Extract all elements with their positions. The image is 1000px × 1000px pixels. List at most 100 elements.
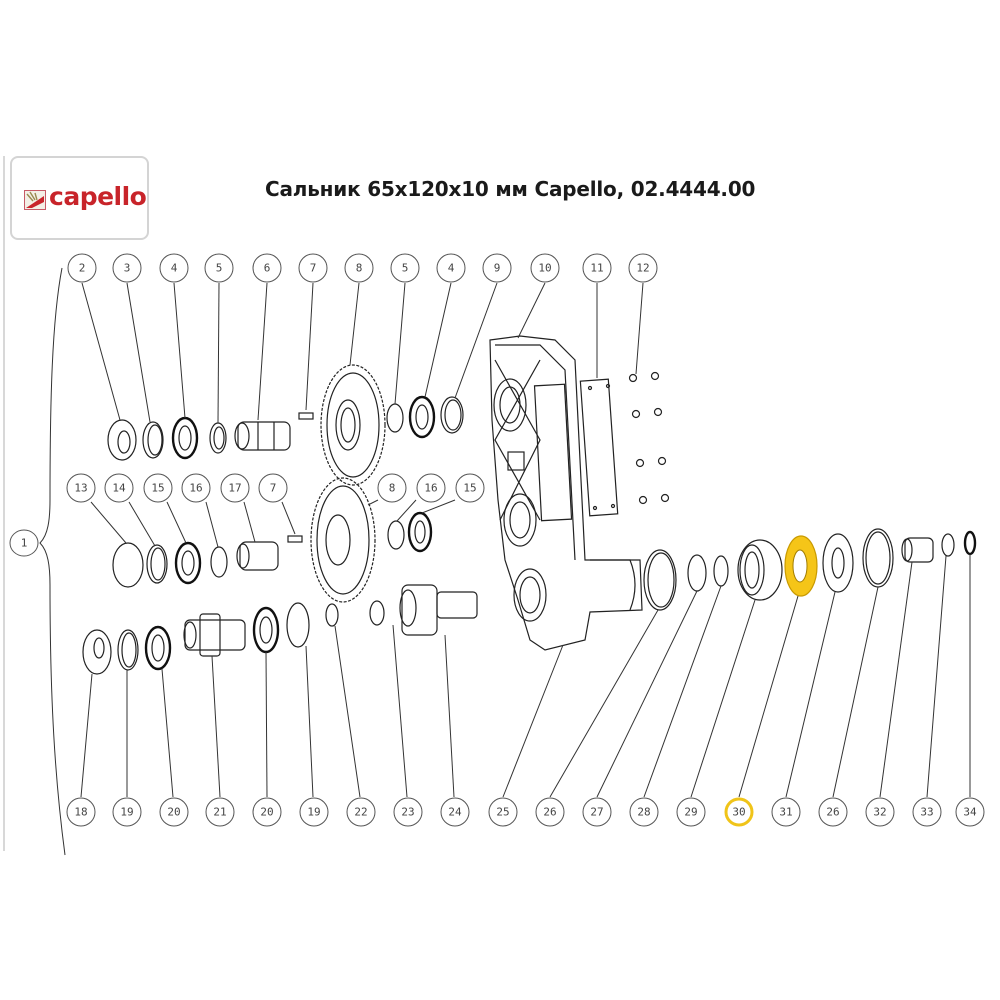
part-14-circlip — [146, 544, 168, 584]
part-31-washer — [822, 533, 854, 593]
callout-top-2[interactable]: 2 — [67, 253, 97, 283]
callout-bot-20[interactable]: 20 — [159, 797, 189, 827]
callout-bot-21[interactable]: 21 — [205, 797, 235, 827]
part-13-cap — [112, 542, 144, 588]
svg-text:15: 15 — [151, 482, 164, 495]
callout-bot-27[interactable]: 27 — [582, 797, 612, 827]
callout-bot-28[interactable]: 28 — [629, 797, 659, 827]
part-15-bearing-b — [407, 511, 433, 553]
part-7-key-b — [287, 535, 303, 543]
svg-text:4: 4 — [171, 262, 178, 275]
svg-text:25: 25 — [496, 806, 509, 819]
part-26-ring-b — [862, 528, 894, 588]
callout-top-11[interactable]: 11 — [582, 253, 612, 283]
callouts-bottom-row: 18 19 20 21 20 19 22 23 24 25 26 27 28 2… — [66, 797, 985, 827]
callout-top-6[interactable]: 6 — [252, 253, 282, 283]
part-16-ring — [210, 546, 228, 578]
callout-bot-26[interactable]: 26 — [535, 797, 565, 827]
part-2-washer — [107, 419, 137, 461]
callout-mid-13[interactable]: 13 — [66, 473, 96, 503]
callout-bot-25[interactable]: 25 — [488, 797, 518, 827]
svg-text:13: 13 — [74, 482, 87, 495]
part-5-ring — [209, 422, 227, 454]
callout-top-9[interactable]: 9 — [482, 253, 512, 283]
callout-bot-23[interactable]: 23 — [393, 797, 423, 827]
callout-mid-7[interactable]: 7 — [258, 473, 288, 503]
svg-text:8: 8 — [356, 262, 363, 275]
svg-text:19: 19 — [120, 806, 133, 819]
callouts-middle-row: 13 14 15 16 17 7 8 16 15 — [66, 473, 485, 503]
part-32-coupling — [901, 537, 934, 563]
part-19-circlip-b — [286, 602, 310, 648]
part-20-bearing — [144, 625, 172, 671]
callout-assembly[interactable]: 1 — [9, 529, 39, 557]
callout-top-7[interactable]: 7 — [298, 253, 328, 283]
svg-text:9: 9 — [494, 262, 501, 275]
part-24-hub — [399, 584, 478, 636]
callout-bot-19[interactable]: 19 — [112, 797, 142, 827]
callout-top-4b[interactable]: 4 — [436, 253, 466, 283]
svg-text:11: 11 — [590, 262, 603, 275]
callout-top-3[interactable]: 3 — [112, 253, 142, 283]
callout-top-5b[interactable]: 5 — [390, 253, 420, 283]
callout-bot-32[interactable]: 32 — [865, 797, 895, 827]
callouts-top-row: 2 3 4 5 6 7 8 5 4 9 10 11 12 — [67, 253, 658, 283]
svg-text:18: 18 — [74, 806, 87, 819]
callout-bot-26b[interactable]: 26 — [818, 797, 848, 827]
part-28-circlip — [713, 555, 729, 587]
svg-text:6: 6 — [264, 262, 271, 275]
svg-text:21: 21 — [213, 806, 226, 819]
callout-bot-22[interactable]: 22 — [346, 797, 376, 827]
svg-text:26: 26 — [826, 806, 839, 819]
svg-text:31: 31 — [779, 806, 792, 819]
part-11-cover-plate — [579, 378, 619, 517]
part-16-ring-b — [387, 520, 405, 550]
callout-mid-15[interactable]: 15 — [143, 473, 173, 503]
callout-bot-24[interactable]: 24 — [440, 797, 470, 827]
part-4-bearing — [171, 416, 199, 460]
callout-bot-18[interactable]: 18 — [66, 797, 96, 827]
svg-text:1: 1 — [21, 537, 28, 550]
callout-bot-33[interactable]: 33 — [912, 797, 942, 827]
svg-text:12: 12 — [636, 262, 649, 275]
callout-top-10[interactable]: 10 — [530, 253, 560, 283]
part-12-bolts — [628, 371, 670, 505]
callout-top-4[interactable]: 4 — [159, 253, 189, 283]
callout-bot-31[interactable]: 31 — [771, 797, 801, 827]
callout-mid-16b[interactable]: 16 — [416, 473, 446, 503]
part-22-ring — [325, 603, 339, 627]
svg-text:19: 19 — [307, 806, 320, 819]
svg-text:7: 7 — [310, 262, 317, 275]
callout-bot-29[interactable]: 29 — [676, 797, 706, 827]
callout-bot-30-highlighted[interactable]: 30 — [724, 797, 754, 827]
callout-bot-34[interactable]: 34 — [955, 797, 985, 827]
part-3-circlip — [142, 421, 164, 459]
leader-lines — [80, 282, 971, 798]
callout-top-8[interactable]: 8 — [344, 253, 374, 283]
callout-bot-19b[interactable]: 19 — [299, 797, 329, 827]
part-18-seal — [82, 629, 112, 675]
callout-mid-17[interactable]: 17 — [220, 473, 250, 503]
page-title: Сальник 65x120x10 мм Capello, 02.4444.00 — [265, 177, 756, 201]
svg-text:2: 2 — [79, 262, 86, 275]
svg-text:10: 10 — [538, 262, 551, 275]
callout-mid-15b[interactable]: 15 — [455, 473, 485, 503]
svg-text:34: 34 — [963, 806, 977, 819]
callout-mid-14[interactable]: 14 — [104, 473, 134, 503]
svg-text:4: 4 — [448, 262, 455, 275]
callout-bot-20b[interactable]: 20 — [252, 797, 282, 827]
callout-mid-8[interactable]: 8 — [377, 473, 407, 503]
callout-top-5[interactable]: 5 — [204, 253, 234, 283]
svg-text:17: 17 — [228, 482, 241, 495]
part-6-shaft — [234, 421, 291, 451]
brand-logo: capello — [10, 156, 149, 240]
svg-text:20: 20 — [167, 806, 180, 819]
part-21-pinion-shaft — [183, 613, 246, 657]
svg-text:20: 20 — [260, 806, 273, 819]
svg-text:27: 27 — [590, 806, 603, 819]
callout-top-12[interactable]: 12 — [628, 253, 658, 283]
callout-mid-16[interactable]: 16 — [181, 473, 211, 503]
svg-text:29: 29 — [684, 806, 697, 819]
part-20-bearing-b — [252, 606, 280, 654]
